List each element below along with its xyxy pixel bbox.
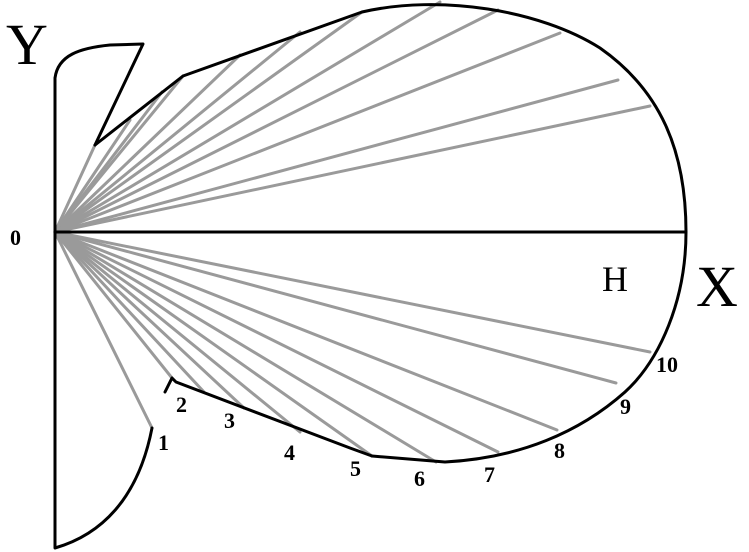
lower-ray: [53, 230, 374, 458]
lower-rays: [53, 230, 652, 464]
upper-ray: [53, 8, 500, 234]
upper-hook-outline: [53, 42, 145, 147]
lower-ray: [53, 230, 206, 394]
upper-ray: [53, 74, 185, 234]
station-label: 6: [414, 466, 425, 491]
lower-cap-outline: [370, 230, 688, 464]
lower-ray: [53, 230, 438, 464]
lower-ray: [53, 230, 500, 454]
lower-ray: [53, 230, 618, 385]
upper-ray: [53, 143, 97, 234]
lower-ray: [53, 230, 174, 380]
station-label: 1: [158, 430, 169, 455]
upper-ray: [53, 31, 562, 234]
station-label: 10: [656, 352, 678, 377]
upper-ray: [53, 10, 364, 234]
origin-label: 0: [10, 225, 21, 250]
upper-ray: [53, 30, 302, 234]
upper-rays: [53, 0, 652, 234]
lower-ray: [53, 230, 154, 430]
upper-ray: [53, 53, 242, 234]
station-numbers: 1 2 3 4 5 6 7 8 9 10: [158, 352, 678, 491]
h-label: H: [602, 259, 628, 299]
upper-profile-outline: [93, 3, 688, 234]
station-label: 8: [554, 438, 565, 463]
station-label: 2: [176, 392, 187, 417]
station-label: 7: [484, 462, 495, 487]
lower-ray: [53, 230, 302, 434]
y-axis-label: Y: [6, 12, 48, 77]
lower-tail-outline: [53, 426, 154, 550]
upper-ray: [53, 78, 620, 234]
upper-ray: [53, 104, 652, 234]
lower-ray: [53, 230, 246, 410]
station-label: 3: [224, 408, 235, 433]
lower-ray: [53, 230, 652, 354]
station-label: 9: [620, 394, 631, 419]
station-label: 5: [350, 456, 361, 481]
station-label: 4: [284, 440, 295, 465]
lower-ray: [53, 230, 559, 432]
upper-ray: [53, 0, 442, 234]
lower-profile-outline: [163, 376, 374, 458]
x-axis-label: X: [696, 254, 738, 319]
